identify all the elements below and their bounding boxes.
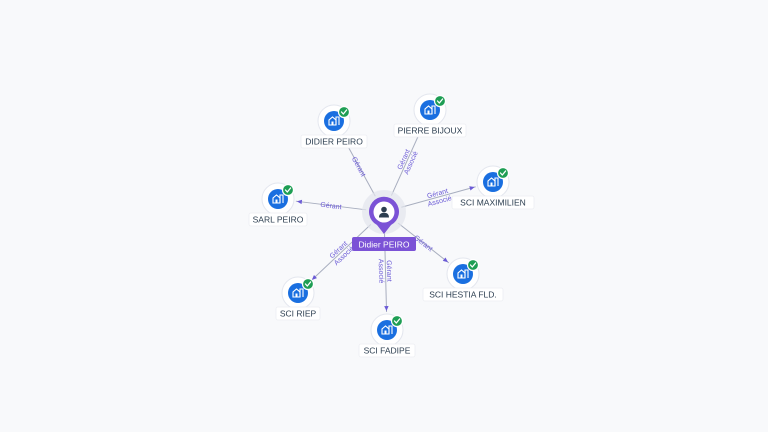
- company-node-hestia[interactable]: SCI HESTIA FLD.: [422, 257, 504, 302]
- node-label[interactable]: SCI RIEP: [280, 309, 317, 319]
- person-icon: [379, 206, 389, 218]
- node-label[interactable]: SCI FADIPE: [364, 346, 411, 356]
- node-label-bg: [393, 123, 467, 138]
- node-label[interactable]: DIDIER PEIRO: [305, 137, 363, 147]
- check-icon: [466, 258, 480, 272]
- node-label[interactable]: SCI HESTIA FLD.: [429, 290, 497, 300]
- person-marker-icon[interactable]: [369, 196, 400, 234]
- check-icon: [390, 314, 404, 328]
- building-icon: [424, 105, 436, 115]
- node-label-bg: [300, 134, 368, 149]
- center-label[interactable]: Didier PEIRO: [358, 239, 409, 249]
- company-node-maximilien[interactable]: SCI MAXIMILIEN: [451, 165, 535, 210]
- node-icon-bg: [483, 172, 503, 192]
- node-label[interactable]: PIERRE BIJOUX: [398, 126, 463, 136]
- building-icon: [272, 194, 284, 204]
- node-label-bg: [275, 306, 321, 321]
- check-icon: [301, 277, 315, 291]
- nodes-layer: DIDIER PEIRO PIERRE BIJOUX SCI MAXIMILIEN S…: [248, 93, 535, 358]
- edge-label: Gérant: [350, 156, 366, 178]
- edge-label: Gérant: [320, 202, 342, 212]
- company-node-sarl[interactable]: SARL PEIRO: [248, 182, 308, 227]
- node-label-bg: [422, 287, 504, 302]
- node-label-bg: [358, 343, 416, 358]
- building-icon: [457, 269, 469, 279]
- edge-hestia: [397, 222, 450, 264]
- check-icon: [496, 166, 510, 180]
- node-label-bg: [451, 195, 535, 210]
- building-icon: [487, 177, 499, 187]
- building-icon: [292, 288, 304, 298]
- edge-arrow-hestia: [442, 257, 449, 263]
- check-icon: [281, 183, 295, 197]
- node-icon-bg: [420, 100, 440, 120]
- node-icon-bg: [324, 111, 344, 131]
- building-icon: [381, 325, 393, 335]
- node-icon-bg: [288, 283, 308, 303]
- node-icon-bg: [453, 264, 473, 284]
- company-node-pierre[interactable]: PIERRE BIJOUX: [393, 93, 467, 138]
- node-icon-bg: [377, 320, 397, 340]
- center-label-bg: [352, 237, 416, 251]
- company-node-didier[interactable]: DIDIER PEIRO: [300, 104, 368, 149]
- edge-riep: [310, 223, 372, 282]
- edge-labels-didier: Gérant: [350, 156, 366, 178]
- center-node[interactable]: Didier PEIRO: [352, 190, 416, 251]
- check-icon: [433, 94, 447, 108]
- edge-labels-sarl: Gérant: [320, 202, 342, 212]
- building-icon: [328, 116, 340, 126]
- edge-pierre: [390, 126, 424, 196]
- company-node-fadipe[interactable]: SCI FADIPE: [358, 313, 416, 358]
- node-label[interactable]: SARL PEIRO: [253, 215, 304, 225]
- edge-sarl: [295, 200, 367, 211]
- node-label-bg: [248, 212, 308, 227]
- edge-arrow-fadipe: [384, 305, 389, 312]
- edge-label: Associé: [377, 259, 385, 284]
- edge-arrow-sarl: [296, 199, 303, 205]
- node-label[interactable]: SCI MAXIMILIEN: [460, 198, 526, 208]
- edge-label: Gérant: [385, 260, 393, 282]
- edge-maximilien: [401, 186, 476, 208]
- edge-arrow-riep: [311, 274, 317, 280]
- edge-arrow-maximilien: [469, 186, 475, 191]
- node-icon-bg: [268, 189, 288, 209]
- check-icon: [337, 105, 351, 119]
- company-node-riep[interactable]: SCI RIEP: [275, 276, 321, 321]
